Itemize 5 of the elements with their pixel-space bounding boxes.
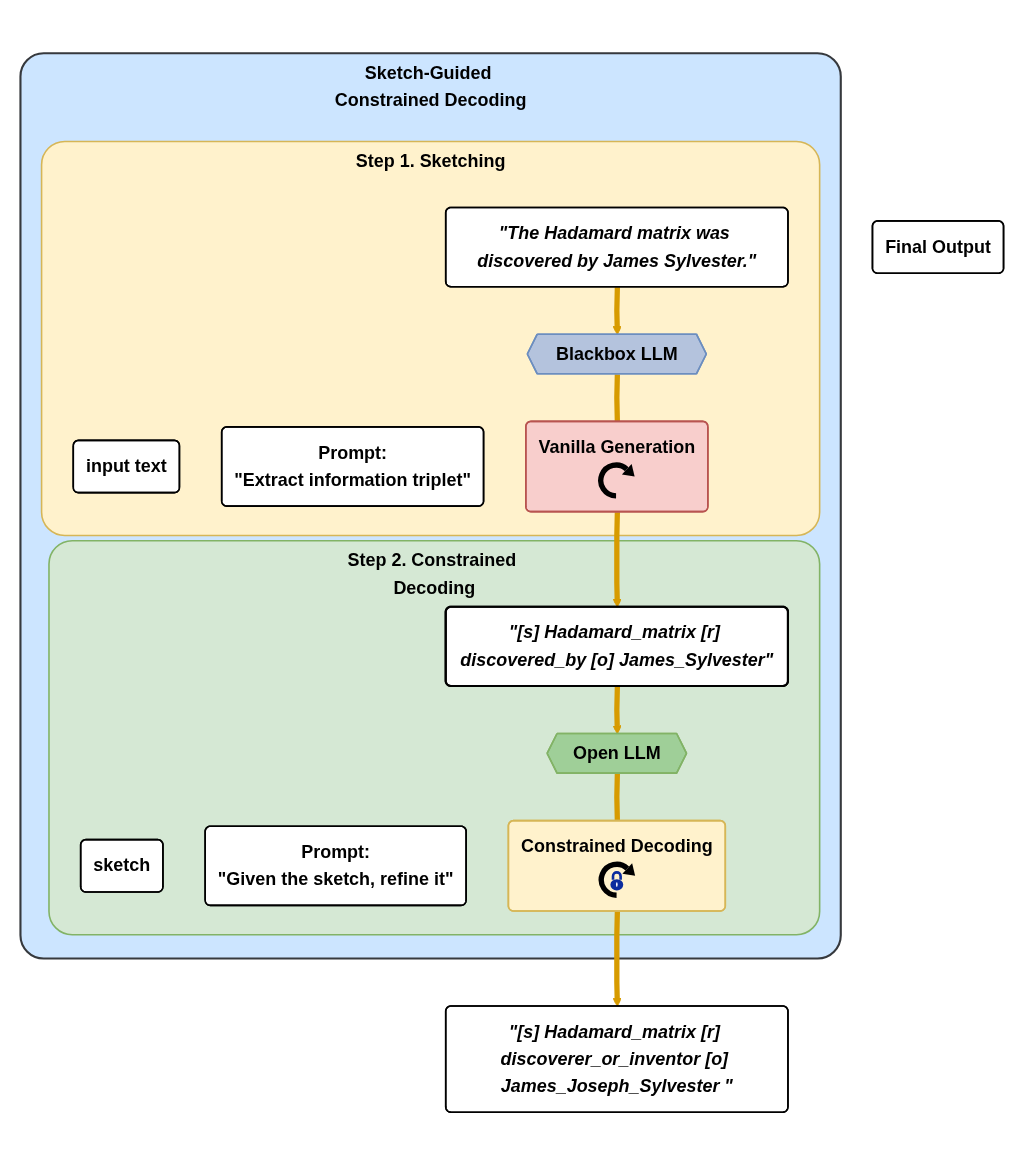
- arrow: [612, 286, 622, 335]
- connector: [614, 373, 620, 422]
- connector: [614, 773, 620, 821]
- arrow: [612, 686, 622, 735]
- arrow: [612, 911, 622, 1007]
